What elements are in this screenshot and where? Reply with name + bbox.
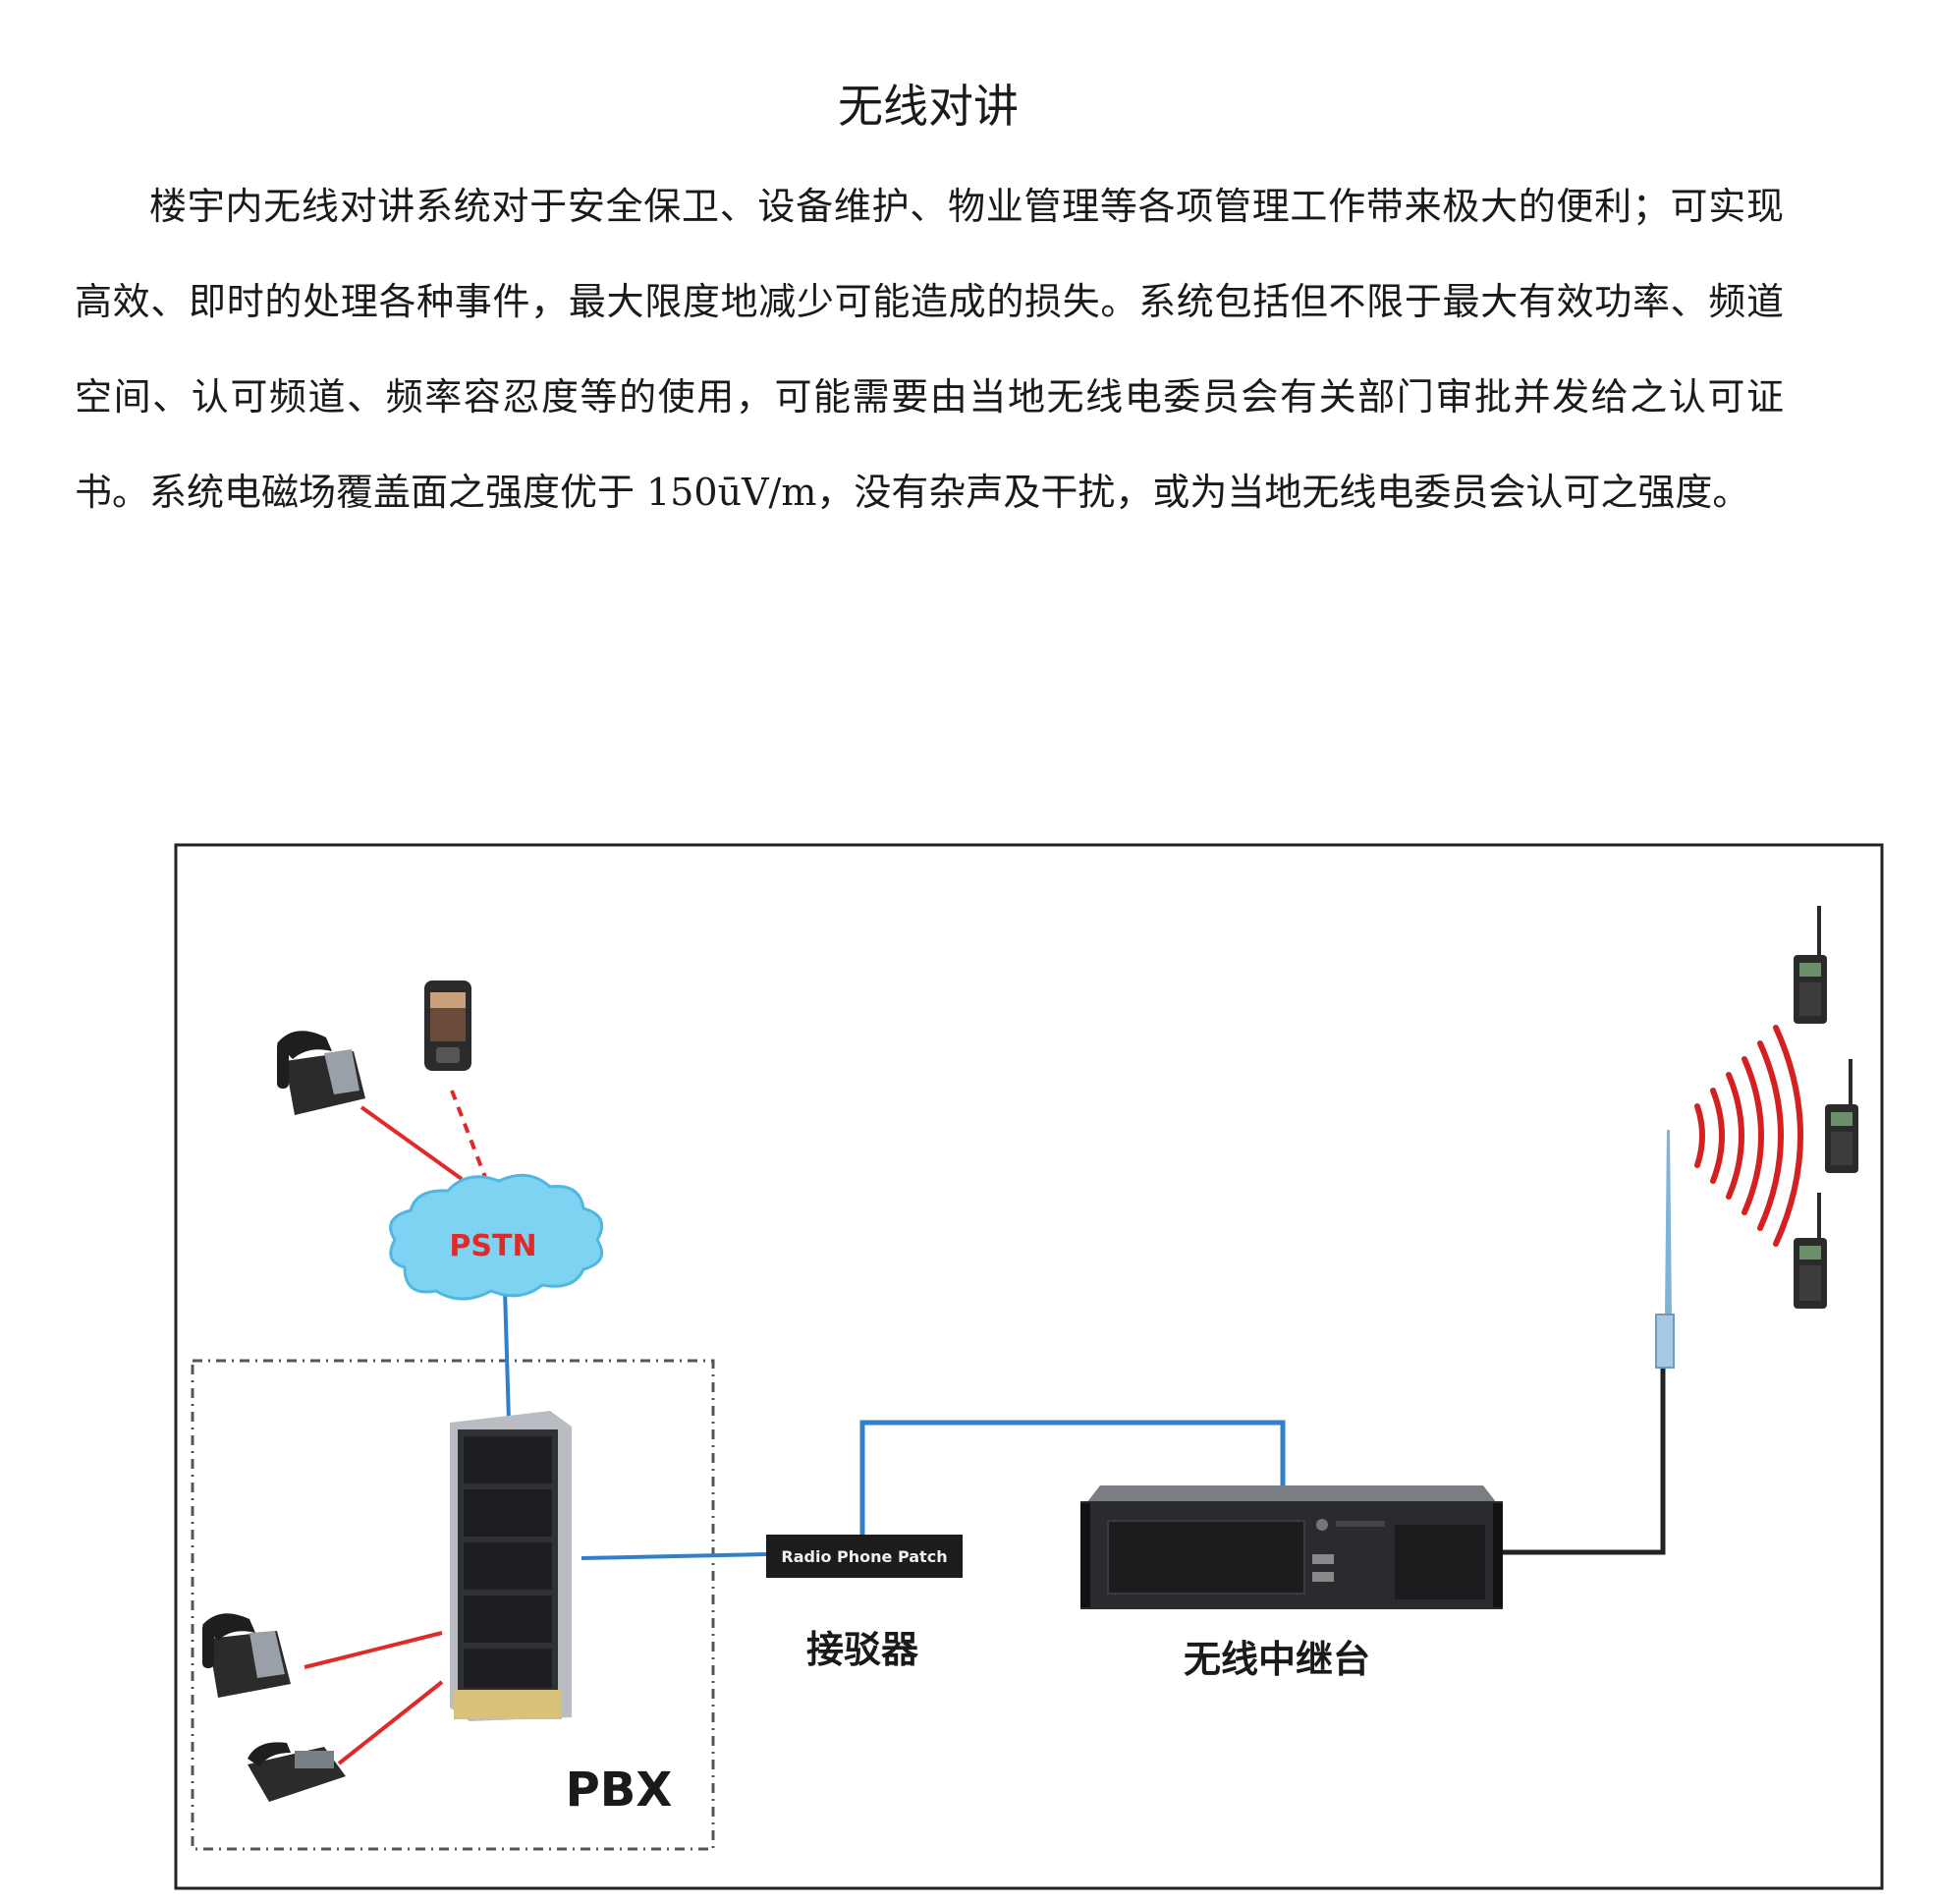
patch-device-text: Radio Phone Patch [781,1547,947,1566]
walkie-talkie-icon [1794,1193,1827,1309]
mobile-phone-icon [424,980,471,1071]
patch-label: 接驳器 [806,1628,919,1671]
pstn-pbx-link [503,1288,511,1423]
pbx-boundary [191,1359,715,1851]
pbx-phone-link-2 [337,1680,444,1765]
pstn-cloud-icon: PSTN [389,1173,604,1301]
pbx-label: PBX [566,1763,673,1818]
walkie-talkie-icon [1825,1059,1858,1173]
radio-phone-patch-device: Radio Phone Patch [766,1535,963,1578]
document-title: 无线对讲 [838,80,1019,133]
radio-wave-icon [1694,1025,1803,1247]
server-rack-icon [450,1411,572,1721]
repeater-label: 无线中继台 [1184,1638,1370,1681]
pbx-phone-link-1 [304,1631,443,1669]
antenna-icon [1655,1130,1675,1369]
desk-phone-icon [202,1613,291,1698]
desk-phone-icon [277,1031,365,1115]
pbx-patch-link [580,1552,767,1560]
walkie-talkie-icon [1794,906,1827,1024]
document-paragraph: 楼宇内无线对讲系统对于安全保卫、设备维护、物业管理等各项管理工作带来极大的便利；… [75,185,1784,514]
desk-phone-pstn-link [359,1105,464,1181]
radio-repeater-icon [1080,1485,1503,1609]
pstn-label: PSTN [449,1229,536,1263]
antenna-cable [1501,1361,1666,1555]
patch-repeater-link [859,1420,1286,1535]
ip-phone-icon [248,1742,346,1802]
